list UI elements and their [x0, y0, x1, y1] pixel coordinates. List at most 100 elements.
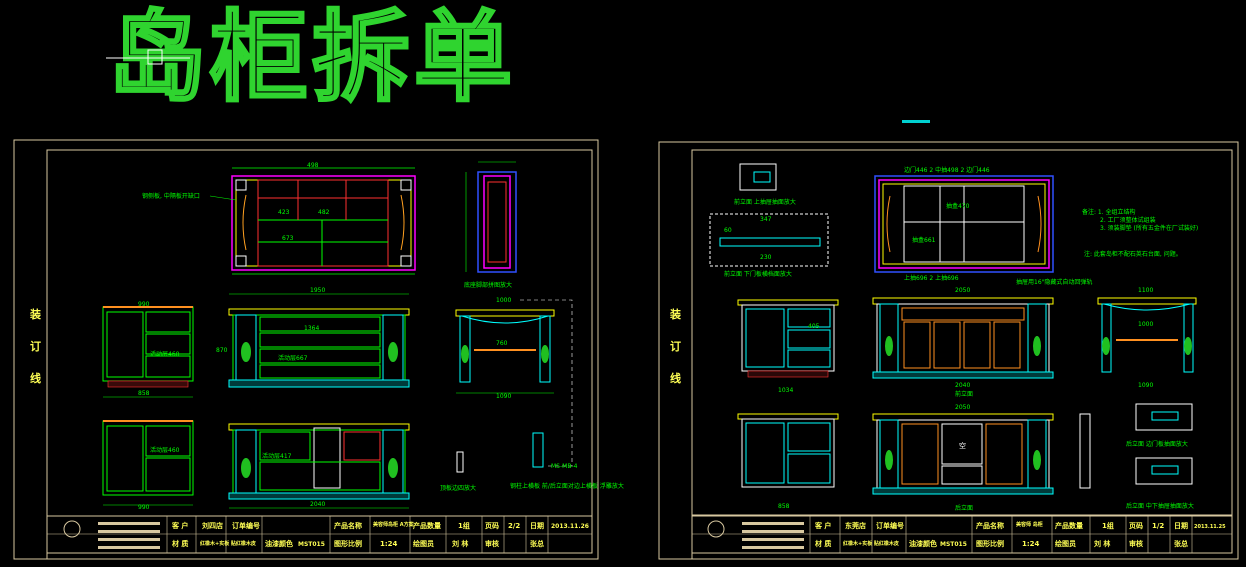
- left-side-section-view: 底座脚部拼图放大: [464, 161, 517, 289]
- right-width-1100: 1100: [1138, 287, 1153, 294]
- tb-page: 2/2: [508, 522, 520, 530]
- rtb-page: 1/2: [1152, 522, 1164, 530]
- right-dim-1000: 1000: [1138, 321, 1153, 328]
- tb-order-label: 订单编号: [232, 521, 260, 530]
- detail-b-caption: 钢柱上横板 前/后立面对边上横板 浮雕放大: [510, 482, 624, 490]
- detail-back-drawer-caption: 后立面 中下抽屉抽面放大: [1126, 502, 1194, 510]
- left-binding-label-1: 装: [29, 307, 41, 321]
- tb-date: 2013.11.26: [551, 523, 589, 530]
- left-top-plan-view: 498 423 482 673 钢侧板, 中隔板开缺口: [142, 162, 416, 275]
- tb-material: 红橡木+实板 贴红橡木皮: [200, 540, 256, 547]
- right-sheet-outer-border: [658, 141, 1239, 560]
- note-line-4: 注: 此套岛柜不配石英石台面, 问题。: [1084, 250, 1182, 258]
- tb-product-label: 产品名称: [334, 521, 362, 530]
- front-height-870: 870: [216, 347, 228, 354]
- plan-top-dims: 边门446 2 中抽498 2 边门446: [904, 166, 990, 174]
- front-inner-span: 1364: [304, 325, 319, 332]
- right-dim-405: 405: [808, 323, 820, 330]
- tb-page-label: 页码: [485, 522, 499, 530]
- right-title-block: 客 户 东莞店 订单编号 产品名称 美容师 岛柜 产品数量 1组 页码 1/2 …: [691, 515, 1233, 554]
- runner-note: 抽屉用16"隐藏式自动回弹轨: [1016, 278, 1092, 286]
- right-front-elevation: 抽屉用16"隐藏式自动回弹轨 2050 2040 前立面: [872, 278, 1092, 398]
- back-empty-label: 空: [959, 441, 966, 450]
- tb-date-label: 日期: [530, 521, 544, 530]
- right-width-2050-bottom: 2050: [955, 404, 970, 411]
- part-code: MS-MB-4: [551, 463, 578, 470]
- detail-dim-230: 230: [760, 254, 772, 261]
- left-width-990: 990: [138, 504, 150, 511]
- right-binding-label-2: 订: [670, 339, 681, 353]
- left-sheet-outer-border: [13, 139, 599, 560]
- right-binding-label-3: 线: [670, 371, 681, 385]
- shelf-417-label: 活动层417: [262, 452, 292, 460]
- plan-drawer-470: 抽盒470: [946, 202, 970, 210]
- plan-bottom-dims: 上抽696 2 上抽696: [904, 274, 959, 282]
- rtb-date: 2013.11.25: [1194, 524, 1226, 530]
- end-depth-1090: 1090: [496, 393, 511, 400]
- tb-customer: 刘四店: [202, 521, 223, 530]
- rtb-material-label: 材 质: [814, 539, 831, 548]
- front-view-label: 前立面: [955, 390, 973, 398]
- detail-dim-347: 347: [760, 216, 772, 223]
- right-notes: 备注: 1. 全组立结构 2. 工厂须整体试组装 3. 须装脚垫 (所有五金件在…: [1082, 208, 1198, 258]
- left-side-elevation-upper: 活动层460 858 990: [102, 301, 194, 398]
- tb-review-label: 审核: [485, 539, 499, 548]
- cad-cursor: [106, 49, 190, 65]
- shelf-460-label: 活动层460: [150, 350, 180, 358]
- tb-material-label: 材 质: [171, 539, 188, 548]
- top-plan-dim-673: 673: [282, 235, 294, 242]
- rtb-customer-label: 客 户: [814, 521, 831, 530]
- detail-a-caption: 顶板边四放大: [440, 484, 476, 492]
- tb-paint-label: 油漆颜色: [265, 539, 293, 548]
- top-plan-width-label: 498: [307, 162, 319, 169]
- detail-dim-60: 60: [724, 227, 732, 234]
- side-section-caption: 底座脚部拼图放大: [464, 281, 512, 289]
- right-width-2040: 2040: [955, 382, 970, 389]
- back-bottom-width: 2040: [310, 501, 325, 508]
- rtb-product-name: 美容师 岛柜: [1016, 521, 1043, 528]
- tb-scale: 1:24: [380, 540, 398, 548]
- detail-lower-door-caption: 前立面 下门板横档面放大: [724, 270, 792, 278]
- end-depth-1000: 1000: [496, 297, 511, 304]
- top-plan-dim-423: 423: [278, 209, 290, 216]
- note-line-2: 2. 工厂须整体试组装: [1100, 216, 1156, 224]
- right-width-1034: 1034: [778, 387, 793, 394]
- detail-upper-drawer-caption: 前立面 上抽屉抽面放大: [734, 198, 796, 206]
- left-logo-icon: [63, 520, 81, 538]
- back-view-label: 后立面: [955, 504, 973, 512]
- right-width-2050-top: 2050: [955, 287, 970, 294]
- rtb-paint-label: 油漆颜色: [909, 539, 937, 548]
- left-width-990-top: 990: [138, 301, 150, 308]
- left-small-details: 顶板边四放大 MS-MB-4 钢柱上横板 前/后立面对边上横板 浮雕放大: [440, 432, 624, 492]
- left-side-elevation-lower: 活动层460 990: [102, 420, 194, 511]
- rtb-drawn-label: 绘图员: [1055, 539, 1076, 548]
- rtb-date-label: 日期: [1174, 521, 1188, 530]
- right-width-1090: 1090: [1138, 382, 1153, 389]
- right-width-858: 858: [778, 503, 790, 510]
- front-total-width: 1950: [310, 287, 325, 294]
- right-logo-icon: [707, 520, 725, 538]
- tb-paint: MST015: [298, 541, 325, 548]
- tb-review: 张总: [530, 539, 544, 548]
- rtb-review-label: 审核: [1129, 539, 1143, 548]
- shelf-667-label: 活动层667: [278, 354, 308, 362]
- right-top-plan-view: 边门446 2 中抽498 2 边门446 抽盒470 抽盒661 上抽696 …: [874, 166, 1054, 282]
- rtb-page-label: 页码: [1129, 522, 1143, 530]
- tb-product-name: 美容师岛柜 A方案: [373, 521, 415, 528]
- left-binding-label-3: 线: [30, 371, 41, 385]
- rtb-scale-label: 图形比例: [976, 539, 1004, 548]
- right-back-details: 后立面 边门板抽面放大 后立面 中下抽屉抽面放大: [1079, 403, 1194, 510]
- top-plan-dim-482: 482: [318, 209, 330, 216]
- right-back-elevation: 空 2050 后立面: [872, 404, 1054, 512]
- right-left-end-elevation-lower: 858: [737, 413, 839, 510]
- end-depth-760: 760: [496, 340, 508, 347]
- note-line-1: 备注: 1. 全组立结构: [1082, 208, 1136, 216]
- tb-drawn: 刘 林: [452, 539, 469, 548]
- right-end-elevation: 1100 1000 1090: [1097, 287, 1197, 389]
- rtb-review: 张总: [1174, 539, 1188, 548]
- rtb-order-label: 订单编号: [876, 521, 904, 530]
- left-sheet: 装 订 线 498: [13, 139, 624, 560]
- left-binding-label-2: 订: [30, 339, 41, 353]
